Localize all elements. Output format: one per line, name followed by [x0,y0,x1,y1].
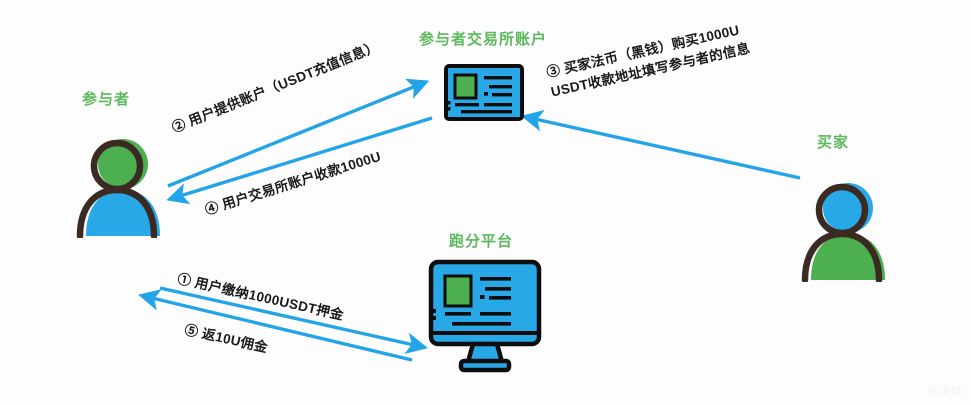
node-label-participant: 参与者 [82,91,131,108]
arrow-flow-3 [521,110,801,180]
flow-label-5: ⑤ 返10U佣金 [183,322,270,356]
person-icon-participant [68,128,178,240]
flow-label-4: ④ 用户交易所账户收款1000U [203,148,383,218]
monitor-icon [423,258,548,378]
id-card-icon [443,62,527,124]
flow-label-2: ② 用户提供账户（USDT充值信息） [169,38,381,136]
node-label-platform: 跑分平台 [449,233,514,250]
watermark: 区块链 [927,386,963,398]
person-icon-buyer [793,172,903,284]
flow-label-1: ① 用户缴纳1000USDT押金 [176,271,346,323]
flow-label-3: ③ 买家法币（黑钱）购买1000U USDT收款地址填写参与者的信息 [545,19,752,102]
node-label-buyer: 买家 [817,134,850,151]
node-label-exchange-account: 参与者交易所账户 [419,31,548,48]
